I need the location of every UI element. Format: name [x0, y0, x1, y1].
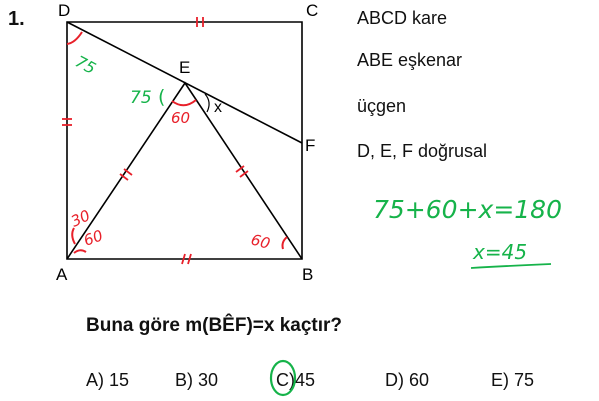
choice-letter: E) [491, 370, 509, 390]
choice-value: 15 [109, 370, 130, 390]
choice-letter: D) [385, 370, 404, 390]
handwritten-underline [470, 263, 552, 269]
point-label-b: B [302, 265, 313, 284]
choice-e[interactable]: E) 75 [491, 370, 534, 391]
choice-c[interactable]: C)45 [276, 370, 315, 391]
question-number: 1. [8, 8, 25, 30]
choice-letter: A) [86, 370, 104, 390]
choice-value: 30 [198, 370, 219, 390]
answer-circle-mark [269, 359, 297, 397]
choice-a[interactable]: A) 15 [86, 370, 129, 391]
handwritten-angle-a-bottom: 60 [81, 226, 105, 249]
equal-length-ticks [62, 17, 249, 265]
point-label-c: C [306, 1, 318, 20]
handwritten-result: x=45 [472, 240, 527, 264]
handwritten-angle-e-left: 75 [130, 88, 152, 108]
geometry-figure: D C E F A B x 75 75 ( 60 30 60 60 [56, 1, 318, 284]
choice-b[interactable]: B) 30 [175, 370, 218, 391]
point-label-a: A [56, 265, 68, 284]
prompt-angle: BÊF [208, 315, 247, 336]
handwritten-angle-b: 60 [249, 230, 272, 252]
handwritten-equation: 75+60+x=180 [373, 195, 562, 224]
line-def [66, 21, 303, 144]
angle-label-x: x [214, 99, 222, 116]
handwritten-angle-d: 75 [72, 52, 99, 78]
given-1: ABCD kare [357, 8, 448, 28]
prompt-prefix: Buna göre m( [86, 315, 209, 336]
angle-x-arc [204, 93, 210, 113]
given-2: ABE eşkenar [357, 50, 463, 70]
choice-d[interactable]: D) 60 [385, 370, 429, 391]
choice-value: 60 [409, 370, 430, 390]
given-3: üçgen [357, 96, 407, 116]
point-label-d: D [58, 1, 70, 20]
point-label-e: E [179, 58, 190, 77]
choice-value: 75 [514, 370, 535, 390]
angle-arcs-red [66, 31, 288, 254]
choice-value: 45 [295, 370, 316, 390]
point-label-f: F [305, 136, 315, 155]
choice-letter: B) [175, 370, 193, 390]
question-prompt: Buna göre m(BÊF)=x kaçtır? [86, 315, 342, 337]
handwritten-work: 75+60+x=180 x=45 [373, 195, 562, 269]
choice-letter: C) [276, 370, 295, 390]
handwritten-angle-e-inner: 60 [171, 109, 190, 127]
prompt-suffix: )=x kaçtır? [246, 315, 343, 336]
given-4: D, E, F doğrusal [357, 141, 488, 161]
handwritten-paren: ( [158, 86, 165, 108]
